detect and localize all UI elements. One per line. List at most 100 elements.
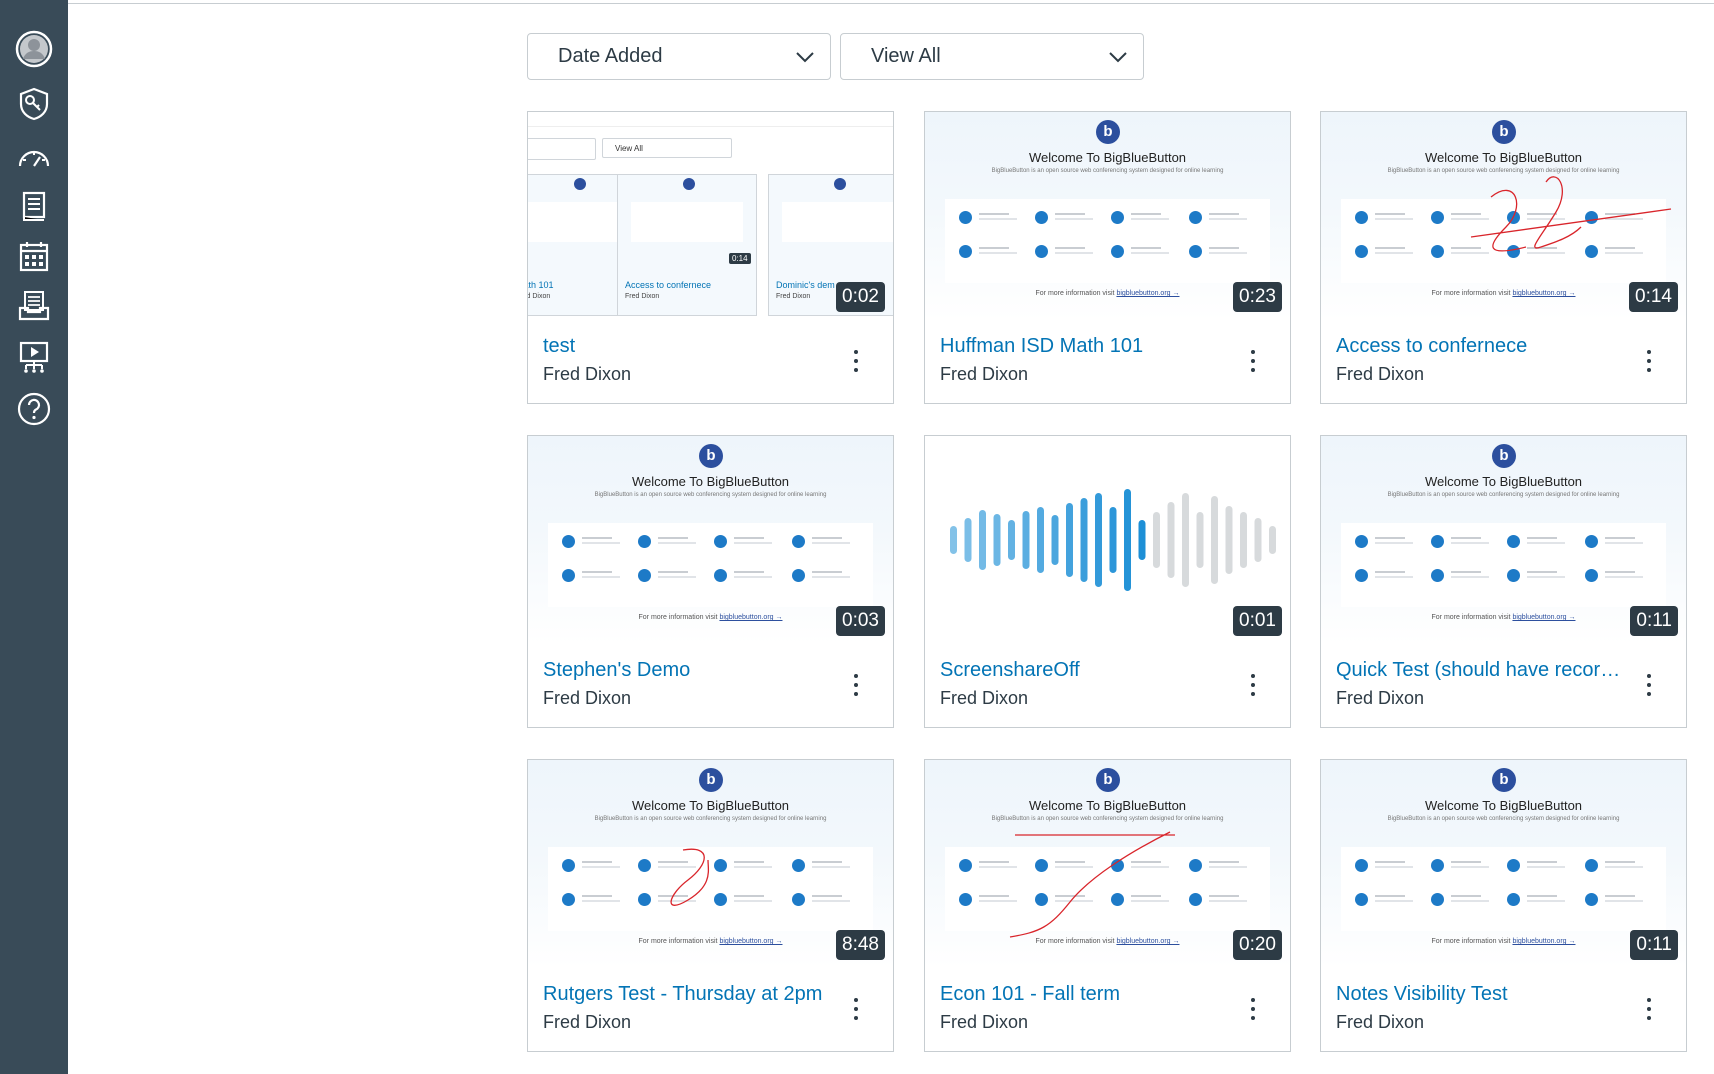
recording-title-link[interactable]: Stephen's Demo bbox=[543, 659, 691, 681]
waveform-icon bbox=[950, 489, 1276, 591]
more-options-icon[interactable] bbox=[851, 350, 861, 378]
more-options-icon[interactable] bbox=[1248, 350, 1258, 378]
more-options-icon[interactable] bbox=[1644, 998, 1654, 1026]
duration-badge: 0:03 bbox=[836, 606, 885, 636]
slide-title: Welcome To BigBlueButton bbox=[1424, 798, 1583, 813]
duration-badge: 0:02 bbox=[836, 282, 885, 312]
duration-badge: 0:20 bbox=[1233, 930, 1282, 960]
sort-select[interactable]: Date Added bbox=[527, 33, 831, 80]
recording-title-link[interactable]: test bbox=[543, 335, 576, 357]
slide-title: Welcome To BigBlueButton bbox=[1424, 474, 1583, 489]
slide-features-panel bbox=[548, 523, 873, 607]
slide-features-panel bbox=[1341, 523, 1666, 607]
sort-select-value: Date Added bbox=[558, 45, 663, 67]
slide-features-panel bbox=[1341, 847, 1666, 931]
slide-subtitle: BigBlueButton is an open source web conf… bbox=[1387, 816, 1620, 822]
bigbluebutton-logo-icon: b bbox=[1492, 768, 1516, 792]
view-select[interactable]: View All bbox=[840, 33, 1144, 80]
recording-title-link[interactable]: Huffman ISD Math 101 bbox=[940, 335, 1144, 357]
bigbluebutton-logo-icon: b bbox=[1492, 120, 1516, 144]
more-options-icon[interactable] bbox=[1248, 998, 1258, 1026]
duration-badge: 8:48 bbox=[836, 930, 885, 960]
more-options-icon[interactable] bbox=[1644, 674, 1654, 702]
calendar-icon[interactable] bbox=[14, 236, 54, 276]
slide-footer: For more information visit bigbluebutton… bbox=[1035, 938, 1180, 945]
inbox-icon[interactable] bbox=[14, 286, 54, 326]
recording-author: Fred Dixon bbox=[940, 688, 1029, 708]
slide-title: Welcome To BigBlueButton bbox=[1028, 798, 1187, 813]
slide-subtitle: BigBlueButton is an open source web conf… bbox=[594, 816, 827, 822]
more-options-icon[interactable] bbox=[851, 674, 861, 702]
account-icon[interactable] bbox=[14, 29, 54, 69]
bigbluebutton-logo-icon: b bbox=[1096, 120, 1120, 144]
slide-footer: For more information visit bigbluebutton… bbox=[1431, 290, 1576, 297]
recording-author: Fred Dixon bbox=[940, 364, 1029, 384]
recording-author: Fred Dixon bbox=[543, 1012, 632, 1032]
global-nav bbox=[0, 0, 68, 1074]
slide-features-panel bbox=[945, 199, 1270, 283]
slide-footer: For more information visit bigbluebutton… bbox=[638, 614, 783, 621]
more-options-icon[interactable] bbox=[1644, 350, 1654, 378]
duration-badge: 0:11 bbox=[1630, 930, 1678, 960]
studio-icon[interactable] bbox=[14, 337, 54, 377]
recording-title-link[interactable]: Rutgers Test - Thursday at 2pm bbox=[543, 983, 823, 1005]
slide-title: Welcome To BigBlueButton bbox=[1028, 150, 1187, 165]
slide-subtitle: BigBlueButton is an open source web conf… bbox=[991, 168, 1224, 174]
slide-footer: For more information visit bigbluebutton… bbox=[1431, 938, 1576, 945]
admin-icon[interactable] bbox=[14, 84, 54, 124]
bigbluebutton-logo-icon: b bbox=[699, 444, 723, 468]
recording-author: Fred Dixon bbox=[543, 364, 632, 384]
recording-title-link[interactable]: Econ 101 - Fall term bbox=[940, 983, 1121, 1005]
slide-features-panel bbox=[1341, 199, 1666, 283]
slide-title: Welcome To BigBlueButton bbox=[631, 798, 790, 813]
recording-title-link[interactable]: Notes Visibility Test bbox=[1336, 983, 1508, 1005]
slide-features-panel bbox=[945, 847, 1270, 931]
more-options-icon[interactable] bbox=[1248, 674, 1258, 702]
recording-author: Fred Dixon bbox=[1336, 364, 1425, 384]
courses-icon[interactable] bbox=[14, 186, 54, 226]
recording-author: Fred Dixon bbox=[940, 1012, 1029, 1032]
slide-subtitle: BigBlueButton is an open source web conf… bbox=[1387, 168, 1620, 174]
annotation-overlay bbox=[670, 848, 710, 906]
slide-subtitle: BigBlueButton is an open source web conf… bbox=[594, 492, 827, 498]
recording-title-link[interactable]: Quick Test (should have record... bbox=[1336, 659, 1626, 681]
annotation-overlay bbox=[1470, 176, 1672, 252]
slide-subtitle: BigBlueButton is an open source web conf… bbox=[991, 816, 1224, 822]
help-icon[interactable] bbox=[14, 389, 54, 429]
duration-badge: 0:23 bbox=[1233, 282, 1282, 312]
annotation-overlay bbox=[1009, 831, 1175, 938]
more-options-icon[interactable] bbox=[851, 998, 861, 1026]
chevron-down-icon bbox=[796, 52, 814, 63]
duration-badge: 0:14 bbox=[1629, 282, 1678, 312]
header-divider bbox=[68, 0, 1714, 4]
recording-thumbnail[interactable]: 0:01 bbox=[925, 436, 1290, 644]
duration-badge: 0:01 bbox=[1233, 606, 1282, 636]
recording-title-link[interactable]: ScreenshareOff bbox=[940, 659, 1080, 681]
slide-footer: For more information visit bigbluebutton… bbox=[1035, 290, 1180, 297]
dashboard-icon[interactable] bbox=[14, 138, 54, 178]
recording-title-link[interactable]: Access to confernece bbox=[1336, 335, 1528, 357]
